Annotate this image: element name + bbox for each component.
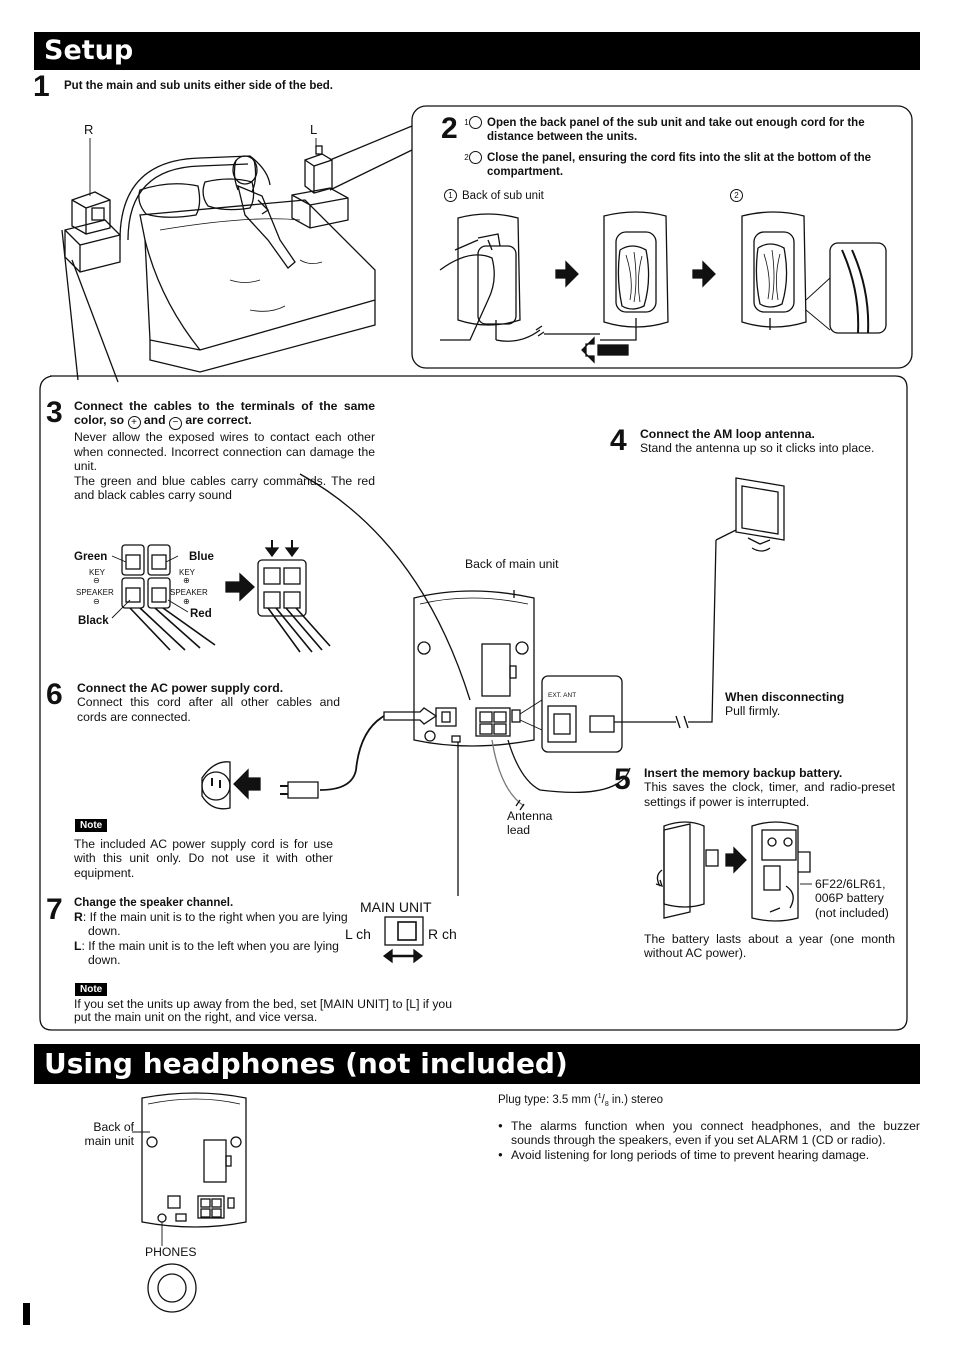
step4-text: Connect the AM loop antenna. Stand the a… (640, 427, 900, 456)
setup-title: Setup (44, 35, 134, 66)
plus-sign-speaker: ⊕ (183, 597, 190, 606)
sub-unit-figures (439, 211, 887, 364)
note2-label: Note (75, 983, 108, 996)
label-key-left: KEY (89, 568, 106, 577)
headphones-back-label: Back of main unit (84, 1120, 134, 1149)
step2-item2-marker: 2 (464, 151, 482, 164)
step7-number: 7 (46, 893, 63, 926)
step3-bold-b: and (143, 413, 166, 428)
disconnect-title: When disconnecting (725, 690, 845, 704)
step2-item1-text: Open the back panel of the sub unit and … (487, 117, 865, 144)
note1-label: Note (75, 819, 108, 832)
step1-number: 1 (33, 70, 50, 103)
step7-r-line: R: If the main unit is to the right when… (74, 910, 348, 939)
step6-text: Connect the AC power supply cord. Connec… (77, 681, 340, 724)
label-blue: Blue (189, 551, 214, 563)
back-main-label: Back of main unit (465, 557, 559, 571)
step7-l-key: L (74, 939, 82, 953)
switch-right: R ch (428, 926, 457, 942)
step2-panel-frame (411, 105, 913, 369)
label-key-right: KEY (179, 568, 196, 577)
step3-bold-c: are correct. (185, 413, 252, 428)
step4-number: 4 (610, 424, 627, 457)
step2-item1: 1 Open the back panel of the sub unit and… (464, 116, 912, 144)
step4-body: Stand the antenna up so it clicks into p… (640, 441, 875, 456)
step2-item1-marker: 1 (464, 116, 482, 129)
plug-type: Plug type: 3.5 mm (1/8 in.) stereo (498, 1093, 664, 1109)
step5-body: This saves the clock, timer, and radio-p… (644, 780, 895, 809)
label-green: Green (74, 551, 108, 563)
step4-title: Connect the AM loop antenna. (640, 427, 815, 441)
disconnect-body: Pull firmly. (725, 704, 781, 719)
plus-circle-icon: + (127, 416, 141, 430)
battery-illustration (655, 821, 812, 922)
minus-circle-icon: − (168, 417, 182, 431)
step7-l-text: If the main unit is to the left when you… (88, 939, 339, 968)
step2-caption2: 2 (730, 189, 748, 203)
plug-suffix: in.) stereo (608, 1093, 664, 1106)
step7-r-text: If the main unit is to the right when yo… (88, 910, 348, 939)
step2-number: 2 (441, 112, 458, 145)
step3-text: Connect the cables to the terminals of t… (74, 399, 375, 502)
step7-title: Change the speaker channel. (74, 897, 234, 909)
step3-body2: The green and blue cables carry commands… (74, 473, 375, 503)
switch-left: L ch (345, 926, 371, 942)
plug-den: 8 (604, 1101, 609, 1109)
label-speaker-right: SPEAKER (170, 588, 208, 597)
plus-sign-key: ⊕ (183, 576, 190, 585)
battery-label: 6F22/6LR61, 006P battery (not included) (815, 877, 889, 920)
headphones-bullets: The alarms function when you connect hea… (497, 1119, 920, 1163)
label-speaker-left: SPEAKER (76, 588, 114, 597)
headphones-unit (132, 1092, 247, 1313)
note1-text: The included AC power supply cord is for… (74, 837, 333, 880)
step2-caption1-marker: 1 (444, 189, 457, 202)
disconnect-text: When disconnecting Pull firmly. (725, 690, 895, 719)
battery-life: The battery lasts about a year (one mont… (644, 932, 895, 961)
minus-sign-speaker: ⊖ (93, 597, 100, 606)
label-black: Black (78, 615, 109, 627)
main-unit-back (201, 473, 785, 896)
step2-item2-text: Close the panel, ensuring the cord fits … (487, 152, 871, 179)
step7-l-line: L: If the main unit is to the left when … (74, 939, 339, 968)
plug-num: 1 (597, 1093, 602, 1100)
antenna-lead-label: Antenna lead (507, 809, 553, 838)
ext-ant-label: EXT. ANT (548, 692, 577, 699)
switch-title: MAIN UNIT (360, 899, 432, 915)
bullet-item: Avoid listening for long periods of time… (498, 1148, 920, 1163)
bed-label-r: R (84, 122, 94, 137)
step6-title: Connect the AC power supply cord. (77, 681, 284, 695)
label-red: Red (190, 608, 212, 620)
phones-label: PHONES (145, 1245, 197, 1259)
step2-caption2-marker: 2 (730, 189, 743, 202)
step3-number: 3 (46, 396, 63, 429)
bed-label-l: L (310, 122, 318, 137)
step2-item2: 2 Close the panel, ensuring the cord fits… (464, 151, 912, 179)
step7-r-key: R (74, 910, 83, 924)
step5-title: Insert the memory backup battery. (644, 766, 843, 780)
step5-text: Insert the memory backup battery. This s… (644, 766, 895, 809)
minus-sign-key: ⊖ (93, 576, 100, 585)
headphones-title: Using headphones (not included) (44, 1047, 568, 1080)
plug-prefix: Plug type: 3.5 mm ( (498, 1093, 598, 1106)
step1-text: Put the main and sub units either side o… (64, 80, 333, 92)
terminal-illustration (111, 540, 331, 653)
note2-text: If you set the units up away from the be… (74, 997, 452, 1024)
setup-banner: Setup (34, 32, 920, 70)
main-panel-frame (39, 375, 908, 1031)
step3-body1: Never allow the exposed wires to contact… (74, 430, 375, 474)
channel-switch (382, 916, 424, 964)
step3-bold-a: Connect the cables to the terminals of t… (74, 399, 375, 428)
step6-body: Connect this cord after all other cables… (77, 695, 340, 724)
step5-number: 5 (614, 763, 631, 796)
step6-number: 6 (46, 678, 63, 711)
step2-caption1-text: Back of sub unit (462, 190, 544, 202)
step2-caption1: 1 Back of sub unit (444, 189, 544, 203)
bullet-item: The alarms function when you connect hea… (498, 1119, 920, 1148)
headphones-banner: Using headphones (not included) (34, 1044, 920, 1084)
bed-illustration (64, 138, 376, 373)
